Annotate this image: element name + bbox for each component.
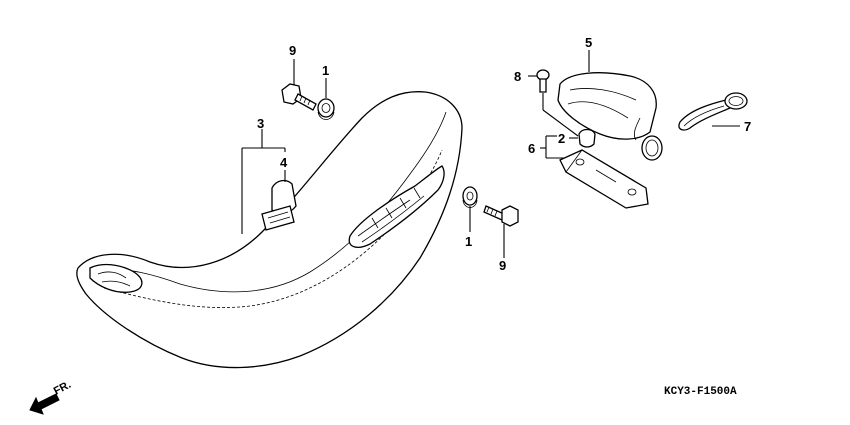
diagram-code: KCY3-F1500A — [664, 386, 737, 398]
callout-7: 7 — [744, 119, 751, 134]
callout-9-upper: 9 — [289, 43, 296, 58]
plate-part-6 — [559, 149, 649, 209]
callout-2: 2 — [558, 131, 565, 146]
grommet-part-2 — [578, 128, 596, 148]
callout-9-lower: 9 — [499, 258, 506, 273]
strap-part-7 — [678, 92, 748, 131]
callout-6: 6 — [528, 141, 535, 156]
bolt-part-9-upper — [281, 83, 317, 111]
nut-part-1-upper — [317, 98, 335, 120]
callout-1-upper: 1 — [322, 63, 329, 78]
seat-band-part-4 — [261, 179, 297, 231]
front-indicator: FR. — [29, 379, 73, 415]
screw-part-8 — [536, 69, 550, 93]
bolt-part-9-lower — [483, 205, 519, 227]
front-arrow-icon — [29, 393, 60, 415]
callout-3: 3 — [257, 116, 264, 131]
callout-1-lower: 1 — [465, 234, 472, 249]
front-label: FR. — [52, 379, 73, 398]
callout-8: 8 — [514, 69, 521, 84]
callout-5: 5 — [585, 35, 592, 50]
tool-bag-part-5 — [557, 72, 663, 161]
callout-4: 4 — [280, 155, 288, 170]
nut-part-1-lower — [462, 186, 478, 208]
leader-lines — [241, 50, 740, 258]
